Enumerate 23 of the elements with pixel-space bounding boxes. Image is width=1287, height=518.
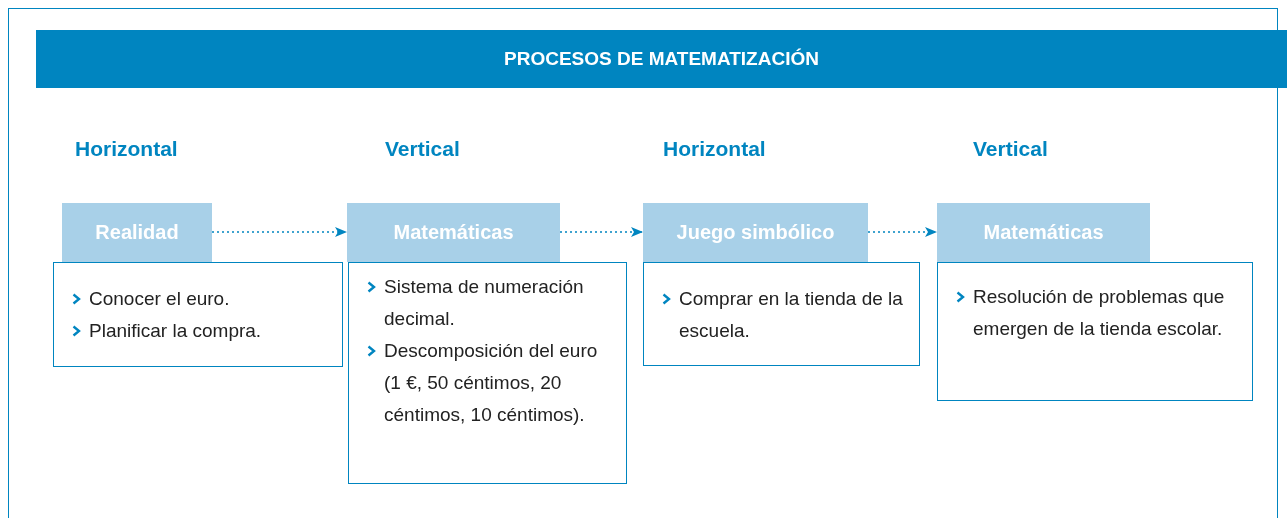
list-item-text: Descomposición del euro (1 €, 50 céntimos, 20 céntimos, 10 céntimos).	[384, 339, 599, 427]
content-box	[643, 262, 920, 366]
content-box	[937, 262, 1253, 401]
column-heading: Horizontal	[75, 137, 178, 161]
title-text: PROCESOS DE MATEMATIZACIÓN	[504, 48, 819, 70]
column-heading: Vertical	[973, 137, 1048, 161]
list-item-text: Sistema de numeración decimal.	[384, 275, 585, 331]
step-title: Realidad	[95, 221, 179, 244]
list-item-text: Planificar la compra.	[89, 319, 262, 343]
step-tab	[62, 203, 212, 262]
content-box	[53, 262, 343, 367]
step-tab	[937, 203, 1150, 262]
list-item-text: Conocer el euro.	[89, 287, 230, 311]
step-title: Matemáticas	[393, 221, 514, 244]
step-title: Juego simbólico	[676, 221, 835, 244]
content-box	[348, 262, 627, 484]
column-heading: Horizontal	[663, 137, 766, 161]
list-item-text: Resolución de problemas que emergen de la tienda escolar.	[973, 285, 1226, 341]
column-heading: Vertical	[385, 137, 460, 161]
list-item-text: Comprar en la tienda de la escuela.	[679, 287, 904, 343]
step-tab	[643, 203, 868, 262]
step-tab	[347, 203, 560, 262]
step-title: Matemáticas	[983, 221, 1104, 244]
